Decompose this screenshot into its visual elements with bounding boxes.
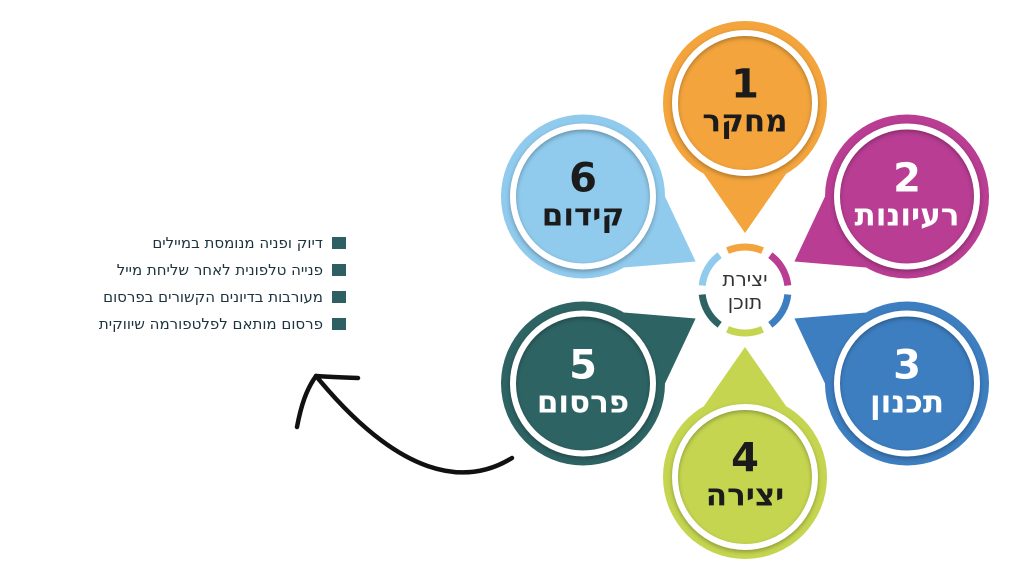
list-item: פרסום מותאם לפלטפורמה שיווקית — [99, 314, 346, 334]
list-item: דיוק ופניה מנומסת במיילים — [99, 233, 346, 253]
hub-arc-1 — [726, 243, 764, 254]
step-title: תכנון — [869, 384, 945, 421]
step-petal-6 — [501, 114, 696, 279]
hub-arc-6 — [698, 252, 722, 287]
step-petal-5 — [501, 301, 696, 466]
bullet-marker-icon — [332, 318, 346, 330]
step-label-2: 2 רעיונות — [855, 159, 960, 234]
step-label-4: 4 יצירה — [706, 439, 784, 514]
hub-disc — [699, 244, 791, 336]
center-hub — [698, 243, 792, 337]
step-number: 5 — [569, 342, 597, 389]
bullet-marker-icon — [332, 291, 346, 303]
hub-label: יצירת תוכן — [722, 268, 767, 314]
note-text: דיוק ופניה מנומסת במיילים — [152, 234, 323, 252]
step-title: פרסום — [536, 384, 630, 421]
step-title: מחקר — [702, 103, 788, 140]
note-text: פנייה טלפונית לאחר שליחת מייל — [116, 261, 323, 279]
step-label-6: 6 קידום — [542, 159, 624, 234]
step-number: 6 — [569, 155, 597, 202]
notes-list: דיוק ופניה מנומסת במיילים פנייה טלפונית … — [99, 233, 346, 334]
hub-arc-2 — [768, 252, 792, 287]
step-title: רעיונות — [854, 197, 960, 234]
note-text: פרסום מותאם לפלטפורמה שיווקית — [98, 315, 323, 333]
step-title: יצירה — [705, 477, 785, 514]
bullet-marker-icon — [332, 237, 346, 249]
ring-icon — [834, 310, 980, 457]
curved-arrow-icon — [294, 373, 515, 475]
list-item: מעורבות בדיונים הקשורים בפרסום — [99, 287, 346, 307]
note-text: מעורבות בדיונים הקשורים בפרסום — [103, 288, 323, 306]
hub-label-line2: תוכן — [727, 290, 763, 314]
step-petal-4 — [663, 347, 827, 559]
step-number: 2 — [893, 155, 921, 202]
step-petal-3 — [794, 301, 989, 466]
ring-icon — [672, 30, 818, 176]
hub-arc-5 — [698, 293, 722, 328]
ring-icon — [510, 310, 656, 457]
hub-arc-4 — [726, 326, 764, 337]
step-petal-1 — [663, 21, 827, 233]
step-number: 1 — [731, 61, 759, 108]
step-number: 4 — [731, 435, 759, 482]
ring-icon — [834, 123, 980, 270]
step-label-1: 1 מחקר — [702, 65, 787, 140]
hub-arc-3 — [768, 293, 792, 328]
list-item: פנייה טלפונית לאחר שליחת מייל — [99, 260, 346, 280]
step-label-5: 5 פרסום — [537, 346, 629, 421]
step-title: קידום — [541, 197, 625, 234]
hub-label-line1: יצירת — [722, 267, 768, 291]
step-number: 3 — [893, 342, 921, 389]
ring-icon — [672, 404, 818, 550]
bullet-marker-icon — [332, 264, 346, 276]
step-petal-2 — [794, 114, 989, 279]
step-label-3: 3 תכנון — [870, 346, 944, 421]
ring-icon — [510, 123, 656, 270]
